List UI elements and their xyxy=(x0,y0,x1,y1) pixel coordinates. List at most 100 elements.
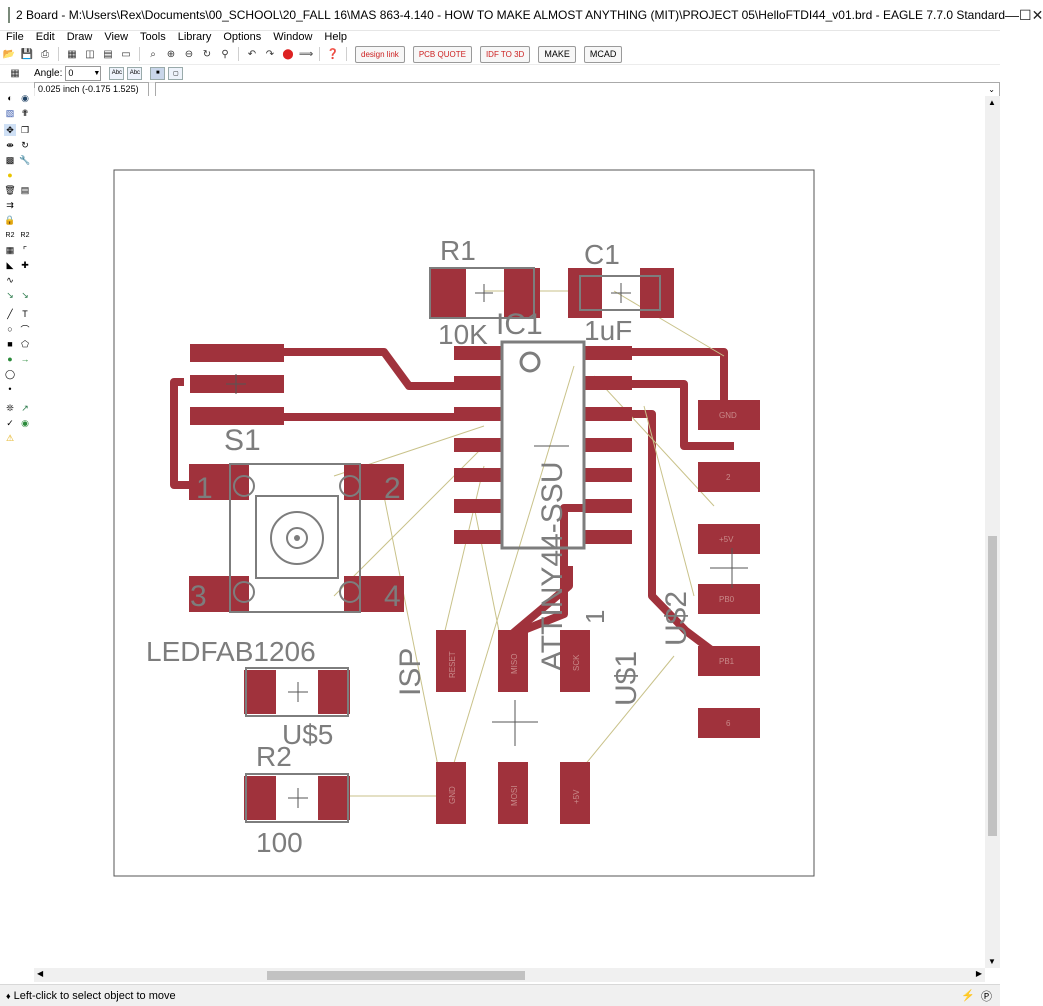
meander-icon[interactable]: ∿ xyxy=(6,274,14,285)
mark-icon[interactable]: ✟ xyxy=(21,107,29,118)
pcb-board[interactable]: R1 10K C1 1uF xyxy=(34,96,985,968)
ftdi-header[interactable]: GND 2 +5V PB0 PB1 6 xyxy=(698,400,760,738)
make-button[interactable]: MAKE xyxy=(538,45,576,63)
stop-icon[interactable]: ⬤ xyxy=(282,48,294,60)
idf-to-3d-button[interactable]: IDF TO 3D xyxy=(479,45,531,63)
display-layers-icon[interactable]: ▧ xyxy=(5,107,15,118)
open-icon[interactable]: 📂 xyxy=(2,48,16,60)
angle-select[interactable]: 0 ▼ xyxy=(65,65,102,81)
rect-icon[interactable]: ■ xyxy=(7,339,13,349)
zoom-redraw-icon[interactable]: ↻ xyxy=(202,48,212,60)
horizontal-scrollbar[interactable]: ◀ ▶ xyxy=(34,968,985,982)
optimize-icon[interactable]: ✚ xyxy=(21,259,29,270)
menu-file[interactable]: File xyxy=(6,31,24,43)
copy-icon[interactable]: ❐ xyxy=(20,124,30,135)
delete-icon[interactable]: 🗑 xyxy=(4,184,16,195)
menu-library[interactable]: Library xyxy=(177,31,212,43)
zoom-in-icon[interactable]: ⊕ xyxy=(166,48,176,60)
scroll-right-icon[interactable]: ▶ xyxy=(975,969,982,978)
lightning-icon[interactable]: ⚡ xyxy=(961,990,975,1002)
ic1-attiny44[interactable]: IC1 ATTINY44-SSU xyxy=(454,308,632,671)
menu-view[interactable]: View xyxy=(104,31,129,43)
cam-processor-icon[interactable]: ▦ xyxy=(67,48,77,60)
drc-icon[interactable]: ◉ xyxy=(21,417,29,428)
layer-outline-toggle[interactable]: ▢ xyxy=(168,66,184,80)
errors-icon[interactable]: ⚠ xyxy=(5,432,15,443)
ripup-icon[interactable]: ↘ xyxy=(21,289,29,300)
zoom-select-icon[interactable]: ⚲ xyxy=(221,48,229,60)
mirror-icon[interactable]: ⇼ xyxy=(6,139,14,150)
menu-options[interactable]: Options xyxy=(223,31,262,43)
polygon-icon[interactable]: ⬠ xyxy=(21,338,29,349)
zoom-fit-icon[interactable]: ⌕ xyxy=(150,48,156,60)
vertical-scroll-thumb[interactable] xyxy=(988,536,997,836)
horizontal-scroll-thumb[interactable] xyxy=(267,971,525,980)
isp-header[interactable]: RESET MISO SCK GND MOSI +5V ISP 1 U$1 U$… xyxy=(394,591,693,824)
text-icon[interactable]: T xyxy=(22,309,28,319)
grid-icon[interactable]: ▦ xyxy=(10,67,20,79)
add-icon[interactable]: ▤ xyxy=(20,184,30,195)
print-icon[interactable]: ⎙ xyxy=(41,48,49,60)
go-icon[interactable]: ⟹ xyxy=(298,48,314,60)
zoom-out-icon[interactable]: ⊖ xyxy=(184,48,194,60)
auto-route-icon[interactable]: ↗ xyxy=(21,402,29,413)
lock-icon[interactable]: 🔒 xyxy=(4,214,16,225)
menu-draw[interactable]: Draw xyxy=(66,31,93,43)
script-icon[interactable]: ▤ xyxy=(103,48,113,60)
maximize-button[interactable]: ☐ xyxy=(1019,6,1032,23)
name-icon[interactable]: R2 xyxy=(5,231,15,239)
menu-tools[interactable]: Tools xyxy=(140,31,166,43)
command-line-input[interactable]: ⌄ xyxy=(155,81,1000,97)
chevron-down-icon[interactable]: ⌄ xyxy=(988,84,995,94)
erc-icon[interactable]: ✓ xyxy=(6,417,14,428)
split-icon[interactable]: ◣ xyxy=(6,259,14,270)
circle-icon[interactable]: ○ xyxy=(7,324,13,334)
ftdi-side-pads[interactable] xyxy=(190,344,284,425)
schematic-switch-icon[interactable]: ◫ xyxy=(85,48,95,60)
menu-edit[interactable]: Edit xyxy=(35,31,55,43)
stop-command-icon[interactable]: Ⓟ xyxy=(981,990,992,1003)
replace-icon[interactable]: ⇉ xyxy=(6,199,14,210)
move-icon[interactable]: ✥ xyxy=(4,124,16,136)
rotate-icon[interactable]: ↻ xyxy=(21,139,29,150)
menu-window[interactable]: Window xyxy=(273,31,313,43)
board-canvas[interactable]: R1 10K C1 1uF xyxy=(34,96,985,968)
show-icon[interactable]: ◉ xyxy=(21,92,29,103)
hole-icon[interactable]: ◯ xyxy=(4,368,16,379)
s1-switch[interactable]: S1 1 2 3 4 xyxy=(189,424,404,613)
pcb-quote-button[interactable]: PCB QUOTE xyxy=(412,45,472,63)
text-mirror-toggle[interactable]: Abc xyxy=(127,66,143,80)
change-icon[interactable]: 🔧 xyxy=(19,154,31,165)
scroll-up-icon[interactable]: ▲ xyxy=(988,98,996,107)
design-link-button[interactable]: design link xyxy=(355,45,405,63)
wire-icon[interactable]: ╱ xyxy=(7,308,13,319)
text-upright-toggle[interactable]: Abc xyxy=(109,66,125,80)
scroll-left-icon[interactable]: ◀ xyxy=(37,969,44,978)
miter-icon[interactable]: ⌜ xyxy=(22,244,28,255)
via-icon[interactable]: ● xyxy=(7,354,13,364)
signal-icon[interactable]: → xyxy=(20,354,30,364)
mcad-button[interactable]: MCAD xyxy=(583,45,623,63)
scroll-down-icon[interactable]: ▼ xyxy=(988,957,996,966)
info-icon[interactable]: ◐ xyxy=(7,93,13,103)
value-icon[interactable]: R2 xyxy=(20,231,30,239)
attribute-icon[interactable]: • xyxy=(8,384,12,394)
r1-resistor[interactable]: R1 10K xyxy=(429,235,540,350)
menu-help[interactable]: Help xyxy=(324,31,348,43)
arc-icon[interactable]: ⌒ xyxy=(20,324,30,335)
layer-fill-toggle[interactable]: ■ xyxy=(150,66,166,80)
group-icon[interactable]: ▩ xyxy=(5,154,15,165)
paste-icon[interactable]: ● xyxy=(7,170,13,180)
close-button[interactable]: ✕ xyxy=(1031,6,1043,23)
ulp-icon[interactable]: ▭ xyxy=(121,48,131,60)
smash-icon[interactable]: ▦ xyxy=(5,244,15,255)
undo-icon[interactable]: ↶ xyxy=(247,48,257,60)
r2-resistor[interactable]: R2 100 xyxy=(244,741,350,858)
minimize-button[interactable]: — xyxy=(1005,7,1020,23)
help-icon[interactable]: ❓ xyxy=(326,48,340,60)
vertical-scrollbar[interactable]: ▲ ▼ xyxy=(985,96,1000,968)
led-fab1206[interactable]: LEDFAB1206 U$5 xyxy=(146,636,350,750)
ratsnest-icon[interactable]: ❊ xyxy=(6,402,14,413)
redo-icon[interactable]: ↷ xyxy=(265,48,275,60)
save-icon[interactable]: 💾 xyxy=(20,48,34,60)
